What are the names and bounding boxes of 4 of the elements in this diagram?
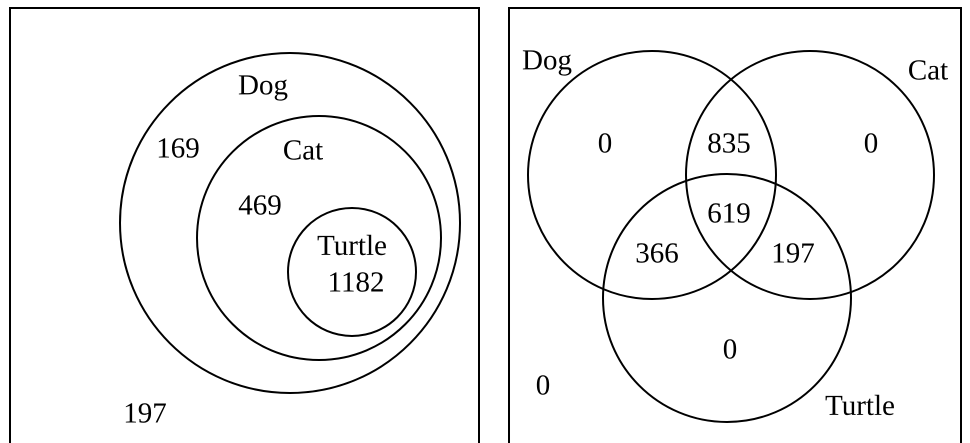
region-count: 366 [636,243,678,263]
region-count: 197 [774,243,814,263]
region-count: 619 [708,203,750,223]
region-count: 835 [708,133,750,153]
